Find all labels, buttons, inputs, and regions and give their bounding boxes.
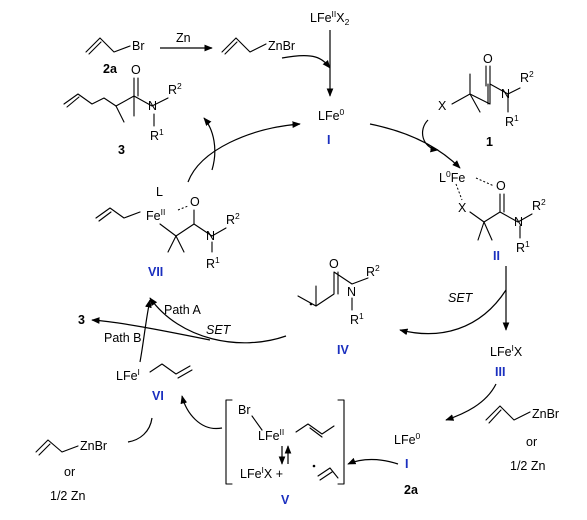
svg-text:Zn: Zn (176, 31, 191, 45)
III-to-I-arrow (445, 383, 497, 421)
svg-text:or: or (64, 465, 75, 479)
set-arrow-to-IV (399, 289, 507, 336)
path-b-label: Path B (104, 331, 142, 345)
cycle-arrow-VII-to-I (187, 121, 301, 183)
svg-text:VI: VI (152, 389, 164, 403)
svg-text:1/2 Zn: 1/2 Zn (510, 459, 545, 473)
path-a-label: Path A (164, 303, 201, 317)
svg-text:O: O (190, 195, 200, 209)
svg-text:O: O (483, 52, 493, 66)
cycle-arrow-IV-to-VII (149, 297, 287, 344)
reductive-elimination-arrow (203, 117, 216, 171)
svg-text:LFeIX +: LFeIX + (240, 465, 283, 481)
cycle-arrow-I-to-II (369, 123, 461, 169)
path-b-arrow (91, 317, 211, 341)
V-to-VI-arrow (180, 395, 223, 430)
svg-text:LFeI: LFeI (116, 367, 140, 383)
svg-text:R1: R1 (206, 255, 220, 271)
svg-text:LFeIX: LFeIX (490, 343, 523, 359)
svg-text:2a: 2a (103, 62, 118, 76)
species-VII: L FeII O N R2 R1 VII (95, 185, 240, 279)
svg-text:Br: Br (132, 39, 145, 53)
reduction-arrow (281, 55, 331, 69)
svg-text:V: V (281, 493, 290, 507)
species-V: Br LFeII LFeIX + V (225, 399, 345, 507)
svg-text:LFe0: LFe0 (394, 431, 421, 447)
svg-text:II: II (493, 249, 500, 263)
svg-text:3: 3 (118, 143, 125, 157)
species-II: L0Fe X O N R2 R1 II (439, 169, 546, 263)
svg-text:FeII: FeII (146, 207, 165, 223)
set-label-right: SET (448, 291, 474, 305)
svg-text:R1: R1 (150, 127, 164, 143)
cycle-arrow-VI-to-VII (139, 299, 152, 363)
species-III: LFeIX III (490, 343, 523, 379)
svg-text:I: I (327, 133, 330, 147)
species-I-bottom: LFe0 I (394, 431, 421, 471)
substrate-1: X O N R2 R1 1 (438, 52, 534, 149)
product-3: O N R2 R1 3 (63, 63, 182, 157)
svg-text:X: X (458, 201, 467, 215)
svg-text:LFeII: LFeII (258, 427, 284, 443)
svg-text:ZnBr: ZnBr (80, 439, 107, 453)
svg-text:Br: Br (238, 403, 251, 417)
species-I-top: LFe0 I (318, 107, 345, 147)
svg-text:IV: IV (337, 343, 349, 357)
svg-text:I: I (405, 457, 408, 471)
svg-text:ZnBr: ZnBr (268, 39, 295, 53)
svg-text:or: or (526, 435, 537, 449)
svg-text:O: O (131, 63, 141, 77)
svg-text:R1: R1 (505, 113, 519, 129)
svg-text:N: N (514, 215, 523, 229)
zinc-insertion-arrow: Zn (160, 31, 213, 52)
set-label-left: SET (206, 323, 232, 337)
svg-text:VII: VII (148, 265, 163, 279)
svg-text:R2: R2 (520, 69, 534, 85)
species-VI: LFeI VI (116, 363, 193, 403)
svg-text:1/2 Zn: 1/2 Zn (50, 489, 85, 503)
svg-text:ZnBr: ZnBr (532, 407, 559, 421)
svg-text:L: L (156, 185, 163, 199)
svg-text:LFeIIX2: LFeIIX2 (310, 9, 350, 27)
svg-text:1: 1 (486, 135, 493, 149)
svg-text:X: X (438, 99, 447, 113)
product-3-left: 3 (78, 313, 85, 327)
svg-text:O: O (496, 179, 506, 193)
svg-text:N: N (148, 99, 157, 113)
precatalyst: LFeIIX2 (310, 9, 350, 27)
zinc-entry-left-arrow (127, 417, 153, 443)
substrate-entry-arrow (421, 119, 439, 153)
svg-text:R2: R2 (366, 263, 380, 279)
svg-text:R2: R2 (532, 197, 546, 213)
reagent-2a-label: 2a (404, 483, 419, 497)
svg-text:III: III (495, 365, 505, 379)
svg-text:N: N (206, 229, 215, 243)
allylzinc-right: ZnBr or 1/2 Zn (485, 405, 559, 473)
svg-text:N: N (347, 285, 356, 299)
svg-text:R1: R1 (516, 239, 530, 255)
svg-text:R2: R2 (168, 81, 182, 97)
species-IV-radical: O N R2 R1 IV (297, 257, 380, 357)
svg-text:R2: R2 (226, 211, 240, 227)
cycle-arrow-I-to-V (347, 457, 399, 465)
svg-text:L0Fe: L0Fe (439, 169, 465, 185)
svg-text:O: O (329, 257, 339, 271)
svg-text:LFe0: LFe0 (318, 107, 345, 123)
svg-text:R1: R1 (350, 311, 364, 327)
allyl-bromide: Br 2a (85, 37, 145, 76)
svg-text:N: N (501, 87, 510, 101)
allylzinc-left: ZnBr or 1/2 Zn (35, 439, 107, 503)
allylzinc-bromide-top: ZnBr (221, 37, 295, 55)
